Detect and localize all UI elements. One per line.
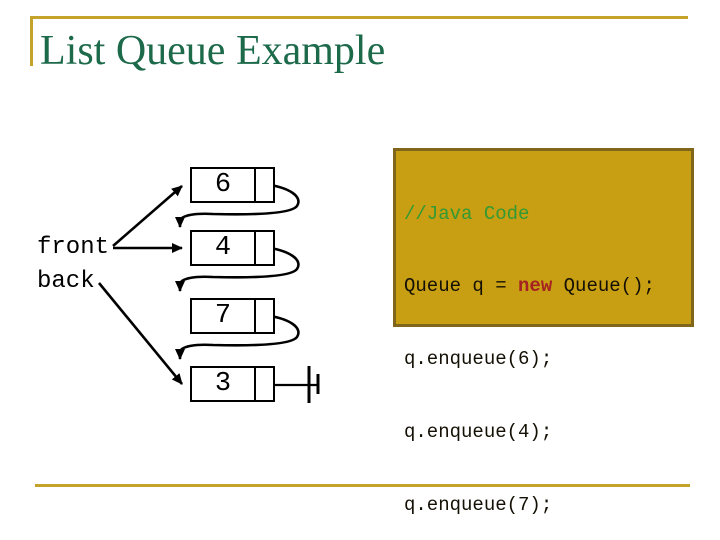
front-arrow-to-node-6 [112,185,183,247]
node-pointer-cell [254,300,273,332]
code-keyword-new: new [518,275,553,298]
code-statement-line: q.enqueue(7); [404,494,553,517]
bottom-rule [35,484,690,487]
list-node-6: 6 [190,167,275,203]
back-arrow-to-node-3 [97,282,184,385]
list-node-3: 3 [190,366,275,402]
node-pointer-cell [254,169,273,201]
list-node-7: 7 [190,298,275,334]
code-statement-line: q.enqueue(6); [404,348,553,371]
node-value-cell: 7 [214,301,232,331]
code-declaration-post: Queue(); [552,275,655,298]
node-value-cell: 6 [214,170,232,200]
list-node-4: 4 [190,230,275,266]
top-rule [30,16,688,19]
next-pointer-arrow-node4-to-node7 [175,245,300,292]
left-accent-rule [30,16,33,66]
back-label: back [37,268,95,295]
code-declaration-pre: Queue q = [404,275,519,298]
front-label: front [37,234,110,261]
code-panel: //Java Code Queue q = new Queue(); q.enq… [393,148,694,516]
node-value-cell: 4 [214,233,232,263]
page-title: List Queue Example [40,28,386,74]
node-value-cell: 3 [214,369,232,399]
code-declaration-line: Queue q = new Queue(); [404,274,687,298]
node-pointer-cell [254,232,273,264]
next-pointer-arrow-node6-to-node4 [175,182,300,228]
code-statement-line: q.enqueue(4); [404,421,553,444]
next-pointer-arrow-node7-to-node3 [175,313,300,360]
code-comment-line: //Java Code [404,202,530,225]
node-pointer-cell [254,368,273,400]
